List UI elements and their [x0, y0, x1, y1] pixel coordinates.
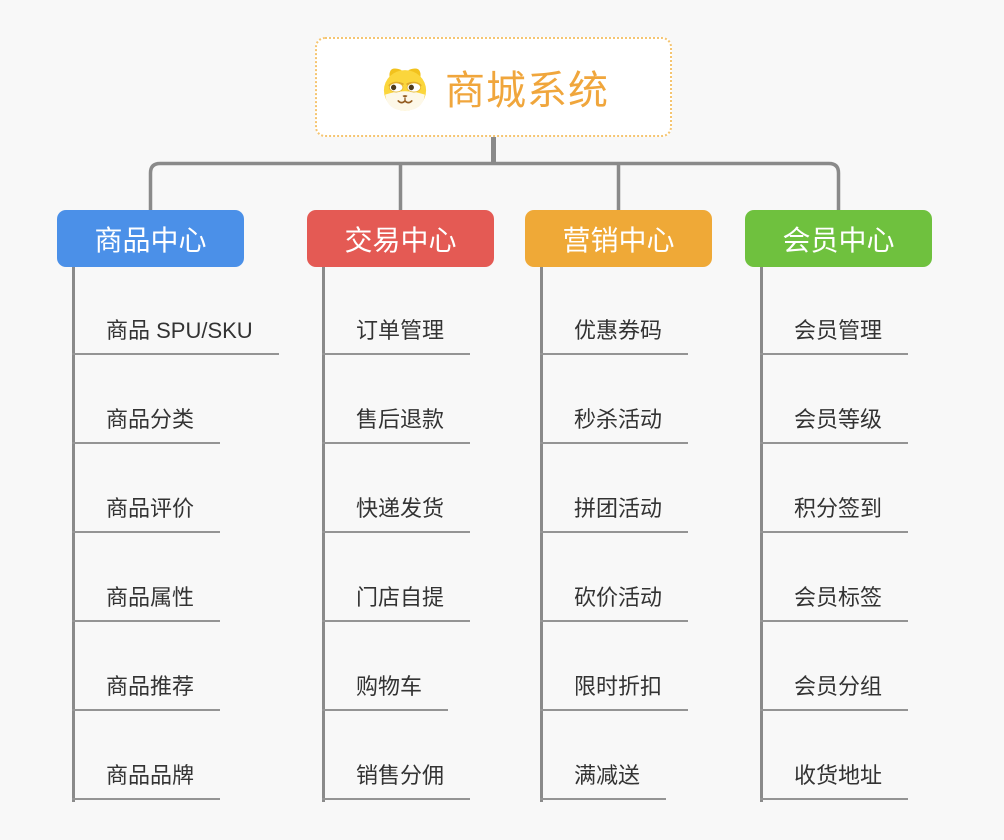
leaf-node[interactable]: 销售分佣 [322, 761, 471, 800]
leaf-node[interactable]: 商品推荐 [72, 672, 221, 711]
branch-header-trade-center[interactable]: 交易中心 [307, 210, 494, 267]
leaf-node[interactable]: 优惠券码 [540, 316, 689, 355]
leaf-node[interactable]: 购物车 [322, 672, 449, 711]
leaf-node[interactable]: 商品分类 [72, 405, 221, 444]
leaf-node[interactable]: 限时折扣 [540, 672, 689, 711]
branch-trunk-line [760, 267, 763, 802]
leaf-node[interactable]: 会员分组 [760, 672, 909, 711]
branch-trunk-line [540, 267, 543, 802]
leaf-node[interactable]: 售后退款 [322, 405, 471, 444]
leaf-node[interactable]: 会员等级 [760, 405, 909, 444]
leaf-node[interactable]: 会员管理 [760, 316, 909, 355]
leaf-node[interactable]: 商品品牌 [72, 761, 221, 800]
leaf-node[interactable]: 门店自提 [322, 583, 471, 622]
branch-header-member-center[interactable]: 会员中心 [745, 210, 932, 267]
leaf-node[interactable]: 订单管理 [322, 316, 471, 355]
dog-mascot-icon [383, 68, 427, 111]
leaf-node[interactable]: 快递发货 [322, 494, 471, 533]
leaf-node[interactable]: 商品评价 [72, 494, 221, 533]
leaf-node[interactable]: 商品属性 [72, 583, 221, 622]
leaf-node[interactable]: 拼团活动 [540, 494, 689, 533]
root-title: 商城系统 [445, 69, 609, 113]
leaf-node[interactable]: 会员标签 [760, 583, 909, 622]
branch-header-marketing-center[interactable]: 营销中心 [525, 210, 712, 267]
leaf-node[interactable]: 商品 SPU/SKU [72, 316, 279, 355]
leaf-node[interactable]: 满减送 [540, 761, 667, 800]
leaf-node[interactable]: 砍价活动 [540, 583, 689, 622]
branch-bus-line [148, 161, 841, 211]
branch-header-product-center[interactable]: 商品中心 [57, 210, 244, 267]
branch-trunk-line [322, 267, 325, 802]
branch-trunk-line [72, 267, 75, 802]
root-node[interactable]: 商城系统 [315, 37, 672, 137]
leaf-node[interactable]: 收货地址 [760, 761, 909, 800]
leaf-node[interactable]: 积分签到 [760, 494, 909, 533]
leaf-node[interactable]: 秒杀活动 [540, 405, 689, 444]
